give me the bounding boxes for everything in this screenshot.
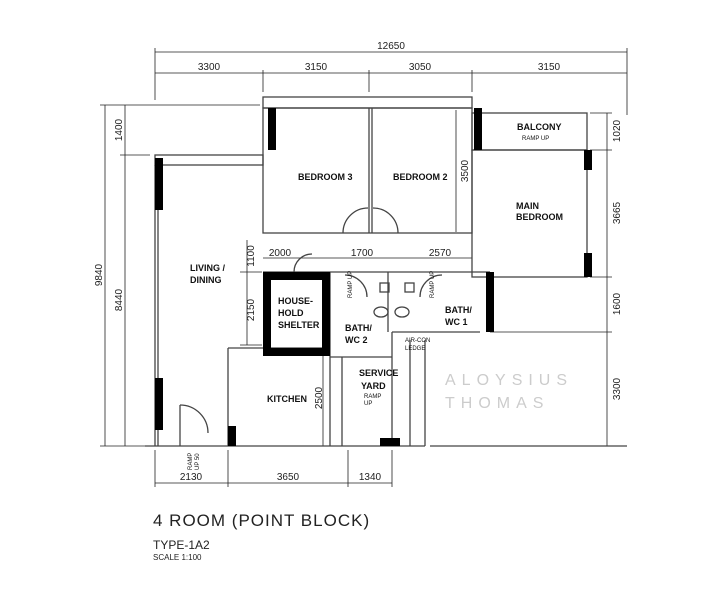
dim-bottom-1: 2130 xyxy=(180,472,203,483)
room-bedroom-3: BEDROOM 3 xyxy=(298,172,353,182)
room-aircon-line2: LEDGE xyxy=(405,346,425,352)
dim-top-1: 3300 xyxy=(198,62,221,73)
room-bath2-line1: BATH/ xyxy=(345,323,372,333)
dim-left-inner: 8440 xyxy=(114,288,125,311)
dim-interior-2: 1700 xyxy=(351,248,374,259)
dim-right-2: 3665 xyxy=(612,201,623,224)
entrance-up-label: UP 50 xyxy=(195,453,201,470)
dim-bottom-2: 3650 xyxy=(277,472,300,483)
dim-top-2: 3150 xyxy=(305,62,328,73)
room-living-line2: DINING xyxy=(190,275,222,285)
room-main-bedroom-line2: BEDROOM xyxy=(516,212,563,222)
dim-kitchen: 2500 xyxy=(314,386,325,409)
dim-left-total: 9840 xyxy=(94,263,105,286)
dim-shelter: 2150 xyxy=(246,298,257,321)
dim-left-top: 1400 xyxy=(114,118,125,141)
dim-bottom-3: 1340 xyxy=(359,472,382,483)
room-aircon-line1: AIR-CON xyxy=(405,338,430,344)
dim-corridor: 1100 xyxy=(246,245,257,267)
dim-bedroom2: 3500 xyxy=(460,159,471,182)
dim-top-4: 3150 xyxy=(538,62,561,73)
room-bedroom-2: BEDROOM 2 xyxy=(393,172,448,182)
entrance-ramp-label: RAMP xyxy=(188,453,194,470)
room-living-line1: LIVING / xyxy=(190,263,226,273)
room-service-line1: SERVICE xyxy=(359,368,398,378)
room-shelter-line2: HOLD xyxy=(278,308,304,318)
dim-right-1: 1020 xyxy=(612,119,623,142)
plan-type: TYPE-1A2 xyxy=(153,538,210,552)
bath2-ramp-label: RAMP UP xyxy=(348,271,354,298)
dim-right-4: 3300 xyxy=(612,377,623,400)
bath1-ramp-label: RAMP UP xyxy=(430,271,436,298)
structural-walls xyxy=(155,108,592,446)
room-kitchen: KITCHEN xyxy=(267,394,307,404)
room-balcony: BALCONY xyxy=(517,122,562,132)
room-bath1-line2: WC 1 xyxy=(445,317,468,327)
dim-interior-3: 2570 xyxy=(429,248,452,259)
service-up-label: UP xyxy=(364,401,372,407)
dim-right-3: 1600 xyxy=(612,292,623,315)
service-ramp-label: RAMP xyxy=(364,394,381,400)
dim-total-width: 12650 xyxy=(377,41,405,52)
room-bath1-line1: BATH/ xyxy=(445,305,472,315)
dim-top-3: 3050 xyxy=(409,62,432,73)
plan-scale: SCALE 1:100 xyxy=(153,553,202,562)
room-shelter-line3: SHELTER xyxy=(278,320,320,330)
dimension-lines xyxy=(100,48,628,487)
room-main-bedroom-line1: MAIN xyxy=(516,201,539,211)
room-service-line2: YARD xyxy=(361,381,386,391)
dim-interior-1: 2000 xyxy=(269,248,292,259)
balcony-ramp-label: RAMP UP xyxy=(522,136,549,142)
room-bath2-line2: WC 2 xyxy=(345,335,368,345)
plan-title: 4 ROOM (POINT BLOCK) xyxy=(153,511,371,530)
room-shelter-line1: HOUSE- xyxy=(278,296,313,306)
